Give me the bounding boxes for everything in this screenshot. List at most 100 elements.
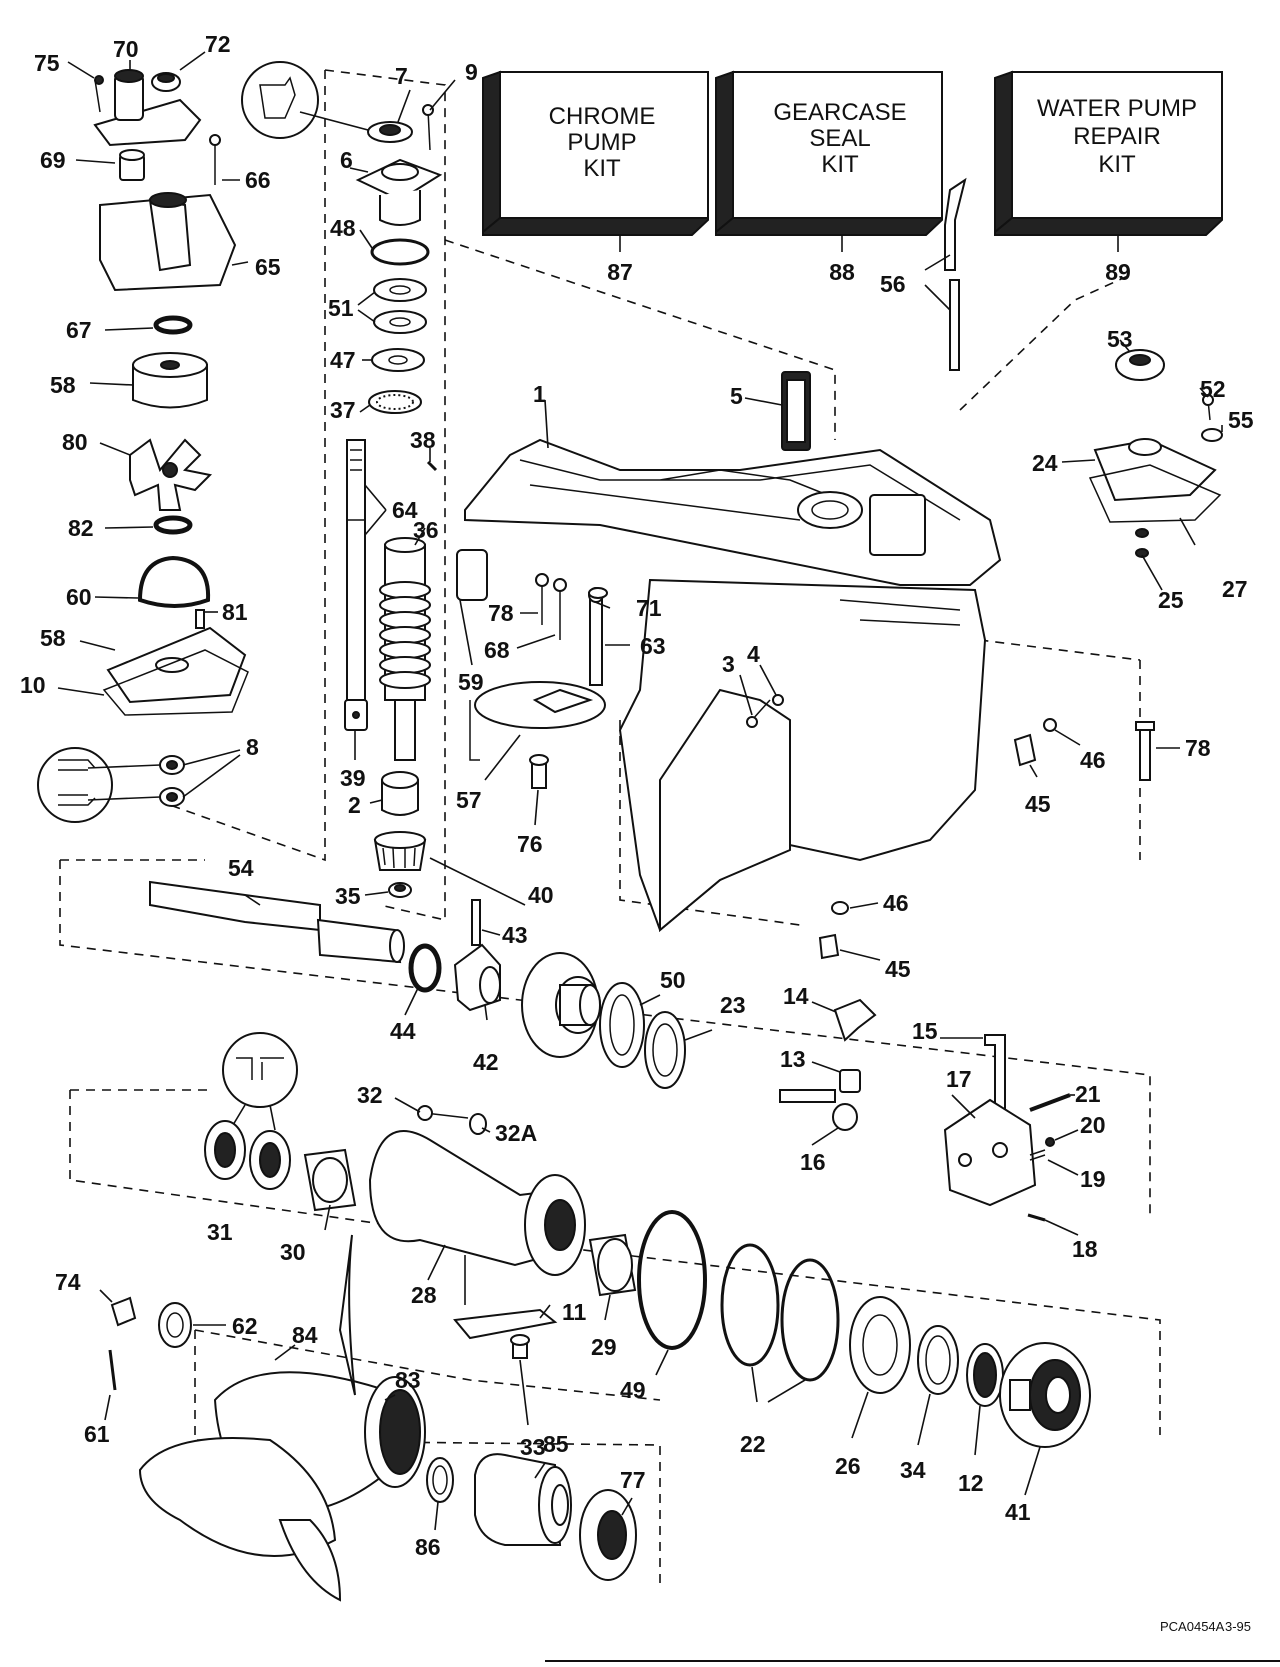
part-label: 56 bbox=[880, 271, 906, 297]
part-label: 43 bbox=[502, 922, 528, 948]
part-label: 49 bbox=[620, 1377, 646, 1403]
part-label: 35 bbox=[335, 883, 361, 909]
kit-line-1: CHROME bbox=[549, 103, 656, 130]
part-label: 85 bbox=[543, 1431, 569, 1457]
kit-line-1: GEARCASE bbox=[773, 99, 906, 126]
water-pump-parts bbox=[37, 69, 249, 823]
part-label: 54 bbox=[228, 855, 254, 881]
part-label: 14 bbox=[783, 983, 809, 1009]
gearcase-housing bbox=[456, 177, 1155, 960]
part-label: 5 bbox=[730, 383, 743, 409]
reference-date: 3-95 bbox=[1225, 1619, 1251, 1634]
part-label: 58 bbox=[50, 372, 76, 398]
part-label: 20 bbox=[1080, 1112, 1106, 1138]
part-label: 31 bbox=[207, 1219, 233, 1245]
kit-box-gearcase-seal: GEARCASE SEAL KIT 88 bbox=[715, 70, 943, 285]
part-label: 74 bbox=[55, 1269, 81, 1295]
part-label: 2 bbox=[348, 792, 361, 818]
part-label: 82 bbox=[68, 515, 94, 541]
part-label: 45 bbox=[1025, 791, 1051, 817]
part-label: 33 bbox=[520, 1434, 546, 1460]
part-label: 11 bbox=[562, 1299, 587, 1325]
part-label: 67 bbox=[66, 317, 92, 343]
part-label: 65 bbox=[255, 254, 281, 280]
part-label: 13 bbox=[780, 1046, 806, 1072]
driveshaft-parts bbox=[241, 61, 443, 898]
part-label: 25 bbox=[1158, 587, 1184, 613]
part-label: 26 bbox=[835, 1453, 861, 1479]
part-number-labels: 75 70 72 69 66 65 67 58 80 82 60 81 58 1… bbox=[20, 31, 1254, 1560]
part-label: 29 bbox=[591, 1334, 617, 1360]
part-label: 44 bbox=[390, 1018, 416, 1044]
kit-line-3: KIT bbox=[583, 155, 621, 182]
part-label: 75 bbox=[34, 50, 60, 76]
kit-box-chrome-pump: CHROME PUMP KIT 87 bbox=[482, 70, 709, 285]
part-label: 9 bbox=[465, 59, 478, 85]
part-label: 38 bbox=[410, 427, 436, 453]
shift-linkage-parts bbox=[779, 998, 1071, 1222]
part-label: 62 bbox=[232, 1313, 258, 1339]
part-label: 15 bbox=[912, 1018, 938, 1044]
part-label: 81 bbox=[222, 599, 248, 625]
part-label: 64 bbox=[392, 497, 418, 523]
part-label: 61 bbox=[84, 1421, 110, 1447]
part-label: 78 bbox=[1185, 735, 1211, 761]
part-label: 48 bbox=[330, 215, 356, 241]
part-label: 63 bbox=[640, 633, 666, 659]
part-label: 83 bbox=[395, 1367, 421, 1393]
part-label: 72 bbox=[205, 31, 231, 57]
part-label: 68 bbox=[484, 637, 510, 663]
propeller-parts bbox=[108, 1234, 637, 1602]
kit-line-3: KIT bbox=[1098, 151, 1136, 178]
part-label: 46 bbox=[1080, 747, 1106, 773]
part-label: 24 bbox=[1032, 450, 1058, 476]
pump-base-parts bbox=[1088, 349, 1223, 558]
part-label: 41 bbox=[1005, 1499, 1031, 1525]
part-label: 7 bbox=[395, 63, 408, 89]
part-label: 28 bbox=[411, 1282, 437, 1308]
propshaft-parts bbox=[149, 880, 686, 1089]
part-label: 55 bbox=[1228, 407, 1254, 433]
part-label: 57 bbox=[456, 787, 482, 813]
part-label: 42 bbox=[473, 1049, 499, 1075]
part-label: 12 bbox=[958, 1470, 984, 1496]
part-label: 18 bbox=[1072, 1236, 1098, 1262]
kit-line-3: KIT bbox=[821, 151, 859, 178]
kit-line-2: SEAL bbox=[809, 125, 870, 152]
part-label: 17 bbox=[946, 1066, 972, 1092]
kit-line-2: REPAIR bbox=[1073, 123, 1161, 150]
kit-line-1: WATER PUMP bbox=[1037, 95, 1197, 122]
part-label: 23 bbox=[720, 992, 746, 1018]
part-label: 52 bbox=[1200, 376, 1226, 402]
kit-number: 88 bbox=[829, 259, 855, 285]
part-label: 27 bbox=[1222, 576, 1248, 602]
part-label: 40 bbox=[528, 882, 554, 908]
part-label: 51 bbox=[328, 295, 354, 321]
part-label: 16 bbox=[800, 1149, 826, 1175]
kit-box-water-pump-repair: WATER PUMP REPAIR KIT 89 bbox=[994, 70, 1223, 285]
part-label: 36 bbox=[413, 517, 439, 543]
part-label: 19 bbox=[1080, 1166, 1106, 1192]
part-label: 47 bbox=[330, 347, 356, 373]
reference-code: PCA0454A bbox=[1160, 1619, 1225, 1634]
part-label: 39 bbox=[340, 765, 366, 791]
part-label: 45 bbox=[885, 956, 911, 982]
part-label: 10 bbox=[20, 672, 46, 698]
kit-number: 89 bbox=[1105, 259, 1131, 285]
part-label: 37 bbox=[330, 397, 356, 423]
part-label: 30 bbox=[280, 1239, 306, 1265]
part-label: 32 bbox=[357, 1082, 383, 1108]
part-label: 86 bbox=[415, 1534, 441, 1560]
part-label: 69 bbox=[40, 147, 66, 173]
part-label: 3 bbox=[722, 651, 735, 677]
part-label: 50 bbox=[660, 967, 686, 993]
kit-number: 87 bbox=[607, 259, 633, 285]
part-label: 21 bbox=[1075, 1081, 1101, 1107]
part-label: 71 bbox=[636, 595, 662, 621]
kit-line-2: PUMP bbox=[567, 129, 636, 156]
part-label: 78 bbox=[488, 600, 514, 626]
part-label: 6 bbox=[340, 147, 353, 173]
part-label: 84 bbox=[292, 1322, 318, 1348]
part-label: 60 bbox=[66, 584, 92, 610]
